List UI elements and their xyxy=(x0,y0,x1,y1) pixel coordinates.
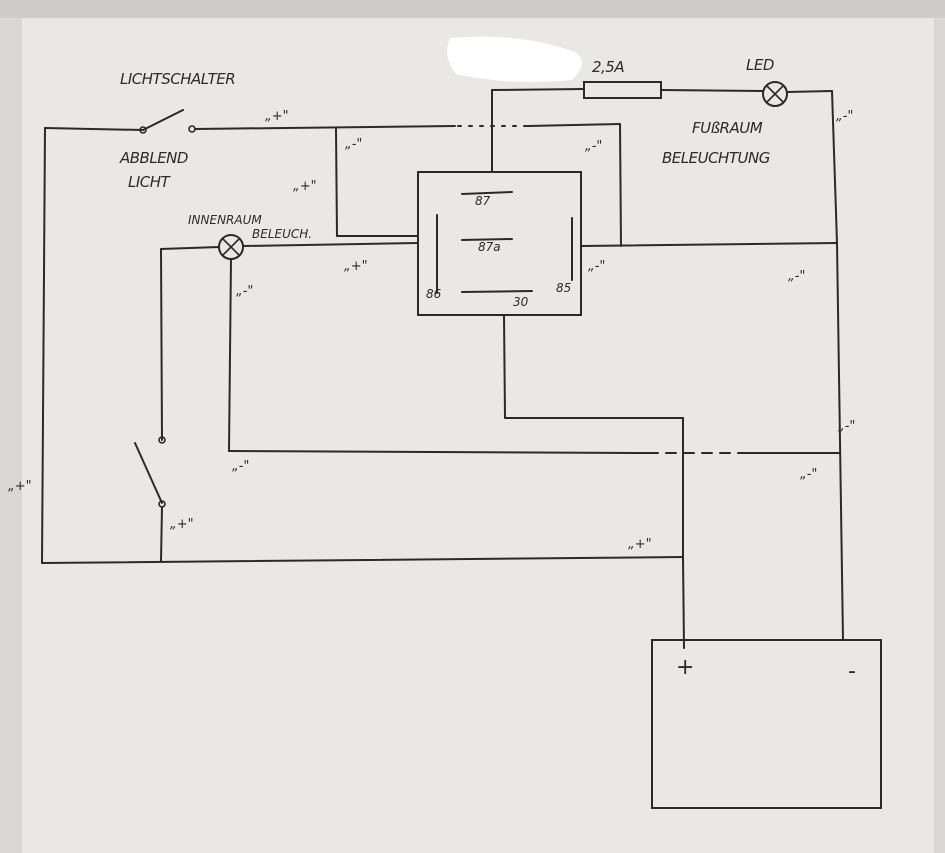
mark-plus-3: „+" xyxy=(344,259,368,274)
interior-lamp-cross-b xyxy=(222,238,240,256)
wire-relay-85 xyxy=(580,242,838,247)
switch-contact-left xyxy=(139,126,147,134)
label-led: LED xyxy=(746,56,774,74)
mark-plus-5: „+" xyxy=(628,537,652,552)
wire-relay-30-down xyxy=(503,314,506,419)
label-fussraum-line2: BELEUCHTUNG xyxy=(662,149,770,167)
label-abblend-line2: LICHT xyxy=(128,173,172,191)
battery xyxy=(651,639,882,809)
mark-minus-7: „-" xyxy=(838,419,855,434)
wire-door-switch-bottom xyxy=(160,506,163,562)
relay-contact-87a xyxy=(461,238,513,241)
wire-mid-vertical xyxy=(335,128,338,237)
wire-relay-mid-vertical xyxy=(619,123,622,247)
wire-ground-horizontal xyxy=(228,450,649,454)
wire-right-rail xyxy=(831,90,838,244)
mark-minus-1: „-" xyxy=(345,137,362,152)
wire-fuse-to-led xyxy=(660,89,764,92)
relay-pin-87: 87 xyxy=(475,194,491,208)
wire-plus-down xyxy=(682,556,685,649)
wire-led-right xyxy=(786,90,833,93)
wire-door-switch-top xyxy=(160,248,163,441)
label-abblend-line1: ABBLEND xyxy=(119,149,188,167)
label-innenraum-line1: INNENRAUM xyxy=(188,213,262,227)
mark-minus-9: „-" xyxy=(800,467,817,482)
wire-lamp-right xyxy=(243,242,419,247)
mark-minus-8: „-" xyxy=(232,459,249,474)
mark-plus-2: „+" xyxy=(293,179,317,194)
mark-minus-5: „-" xyxy=(788,269,805,284)
led-lamp xyxy=(762,81,788,107)
battery-minus: - xyxy=(848,659,856,684)
mark-minus-4: „-" xyxy=(588,259,605,274)
wire-ground-vertical xyxy=(228,258,232,452)
wire-lamp-left xyxy=(160,246,220,250)
switch-lever xyxy=(142,109,184,131)
wire-bottom-main xyxy=(41,556,684,564)
mark-minus-3: „-" xyxy=(236,284,253,299)
relay-pin-85: 85 xyxy=(556,281,571,295)
wire-left-rail xyxy=(41,127,46,564)
mark-plus-6: „+" xyxy=(8,479,32,494)
paper-sheet xyxy=(22,18,934,853)
label-fussraum-line1: FUßRAUM xyxy=(692,119,763,137)
wire-top-right xyxy=(527,123,621,127)
label-innenraum-line2: BELEUCH. xyxy=(252,227,312,241)
wire-top-switch xyxy=(44,127,144,131)
relay-pin-87a: 87a xyxy=(478,240,501,254)
mark-plus-1: „+" xyxy=(265,109,289,124)
door-switch-contact-top xyxy=(158,436,166,444)
redaction-mark xyxy=(447,36,582,82)
battery-plus: + xyxy=(676,655,694,680)
label-lichtschalter: LICHTSCHALTER xyxy=(120,70,235,88)
relay-contact-87 xyxy=(461,191,513,195)
relay-box xyxy=(417,171,582,316)
wire-right-rail-lower xyxy=(836,242,844,641)
wire-top-main xyxy=(194,125,456,130)
relay-pin-86: 86 xyxy=(426,287,442,301)
relay-pin-30: 30 xyxy=(513,295,529,309)
paper-shadow xyxy=(0,0,945,18)
mark-minus-6: „-" xyxy=(836,109,853,124)
label-fuse-rating: 2,5A xyxy=(592,58,624,76)
wire-to-fuse xyxy=(491,88,585,91)
led-cross-b xyxy=(766,85,784,103)
relay-contact-30 xyxy=(461,290,533,293)
door-switch-lever xyxy=(134,442,163,504)
mark-plus-4: „+" xyxy=(170,517,194,532)
mark-minus-2: „-" xyxy=(585,139,602,154)
